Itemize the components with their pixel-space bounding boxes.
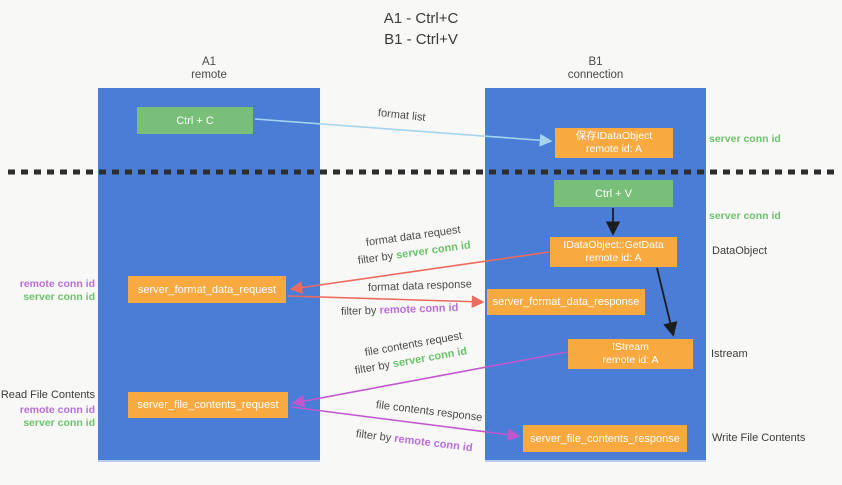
diagram-title: A1 - Ctrl+C B1 - Ctrl+V [0,8,842,50]
note-write-file-contents: Write File Contents [712,432,806,444]
lifeline-header-connection: B1 connection [485,56,706,82]
node-file-response-label: server_file_contents_response [530,432,680,445]
filter-by-text: filter by [353,358,391,377]
node-ctrl-v: Ctrl + V [554,180,673,207]
note-read-file-contents: Read File Contents [0,389,95,401]
title-line-2: B1 - Ctrl+V [384,31,458,48]
note-remote-conn-id-2: remote conn id [19,404,95,416]
node-file-request-label: server_file_contents_request [137,399,279,411]
node-save-idataobject-line1: 保存IDataObject [575,130,653,142]
note-server-conn-id-2: server conn id [709,210,781,222]
node-server-file-contents-request: server_file_contents_request [128,392,288,418]
node-save-idataobject-line2: remote id: A [585,143,643,155]
note-server-conn-id-left-2: server conn id [23,417,95,429]
label-filter-file-response: filter by remote conn id [355,428,473,454]
filter-by-text: filter by [355,428,392,445]
node-idataobject-getdata: IDataObject::GetData remote id: A [550,237,677,267]
node-save-idataobject: 保存IDataObject remote id: A [555,128,673,158]
lifeline-right-title: B1 [588,56,603,68]
node-server-file-contents-response: server_file_contents_response [523,425,687,452]
node-istream: IStream remote id: A [568,339,693,369]
node-istream-line2: remote id: A [602,354,659,366]
note-left-read-file: Read File Contents remote conn id server… [0,389,95,430]
label-format-data-response: format data response [367,278,473,294]
node-getdata-line2: remote id: A [585,252,642,264]
node-getdata-line1: IDataObject::GetData [563,239,664,251]
node-ctrl-c-label: Ctrl + C [176,114,214,127]
node-server-format-data-request: server_format_data_request [128,276,286,303]
note-left-conn-ids-1: remote conn id server conn id [0,278,95,304]
filter-by-text: filter by [340,304,377,318]
node-format-request-label: server_format_data_request [137,283,277,296]
remote-conn-id-key: remote conn id [379,301,459,317]
lifeline-left-title: A1 [201,56,217,68]
lifeline-left-subtitle: remote [191,69,227,81]
label-file-contents-response: file contents response [375,399,483,424]
remote-conn-id-key: remote conn id [393,432,474,455]
node-format-response-label: server_format_data_response [492,296,640,308]
note-istream: Istream [711,348,748,360]
label-filter-format-response: filter by remote conn id [341,302,459,318]
node-ctrl-v-label: Ctrl + V [595,187,632,200]
note-dataobject: DataObject [712,245,768,257]
lifeline-header-remote: A1 remote [98,56,320,82]
note-server-conn-id-left-1: server conn id [23,291,95,303]
note-server-conn-id-1: server conn id [709,133,781,145]
note-remote-conn-id-1: remote conn id [19,278,95,290]
lifeline-right-subtitle: connection [567,69,624,81]
node-istream-line1: IStream [612,341,649,353]
label-format-list: format list [377,107,427,124]
node-server-format-data-response: server_format_data_response [487,289,645,315]
title-line-1: A1 - Ctrl+C [383,10,459,27]
filter-by-text: filter by [357,250,394,267]
node-ctrl-c: Ctrl + C [137,107,253,134]
